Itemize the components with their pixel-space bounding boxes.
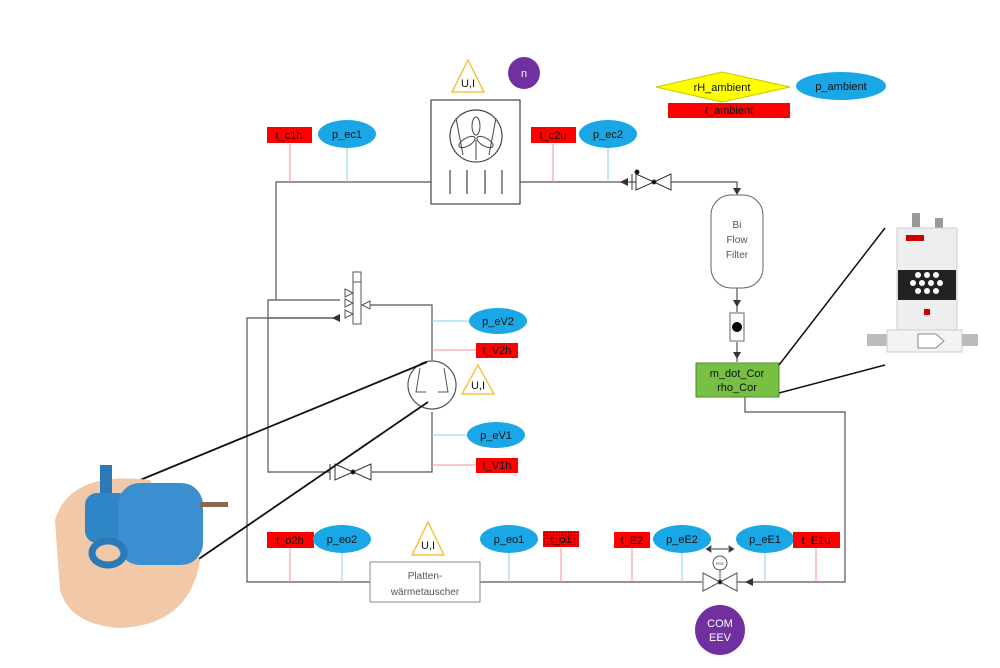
svg-text:Bi: Bi: [733, 220, 742, 231]
sensor-p-ec2: p_ec2: [579, 120, 637, 182]
svg-text:Platten-: Platten-: [408, 571, 442, 582]
pipe-compressor-discharge: [362, 304, 433, 360]
svg-text:Flow: Flow: [726, 235, 748, 246]
ambient-humidity-label: rH_ambient: [694, 82, 751, 94]
bi-flow-filter[interactable]: Bi Flow Filter: [710, 194, 764, 289]
svg-text:p_eo2: p_eo2: [327, 534, 358, 546]
ambient-temperature-sensor: t_ambient: [668, 103, 790, 118]
evaporator-power-indicator: U,I: [410, 520, 446, 556]
compressor-power-indicator: U,I: [460, 363, 496, 395]
svg-text:t_V1h: t_V1h: [483, 460, 512, 472]
svg-text:t_V2h: t_V2h: [483, 345, 512, 357]
sensor-t-c1h: t_c1h: [267, 127, 312, 182]
condenser-power-label: U,I: [461, 78, 475, 90]
fan-icon: [449, 109, 503, 163]
svg-text:p_ec2: p_ec2: [593, 129, 623, 141]
pipe-compressor-suction: [372, 412, 433, 473]
compressor-symbol[interactable]: [407, 360, 457, 410]
callout-line-compressor-2: [189, 401, 429, 566]
svg-text:U,I: U,I: [421, 540, 435, 552]
electronic-expansion-valve[interactable]: [702, 545, 738, 592]
svg-text:m_dot_Cor: m_dot_Cor: [710, 368, 765, 380]
svg-text:p_eV2: p_eV2: [482, 316, 514, 328]
svg-text:t_c1h: t_c1h: [276, 130, 303, 142]
four-way-valve[interactable]: [344, 271, 371, 325]
svg-text:t_o1: t_o1: [550, 534, 571, 546]
condenser[interactable]: [430, 99, 521, 205]
sensor-t-E2: t_E2: [614, 532, 650, 582]
svg-text:t_E2: t_E2: [621, 535, 644, 547]
svg-text:p_eo1: p_eo1: [494, 534, 525, 546]
ambient-humidity-sensor: rH_ambient: [655, 71, 791, 103]
sensor-p-eV1: p_eV1: [432, 422, 525, 448]
svg-text:t_c2u: t_c2u: [540, 130, 567, 142]
coriolis-flow-meter[interactable]: m_dot_Cor rho_Cor: [695, 362, 780, 398]
plate-heat-exchanger[interactable]: Platten- wärmetauscher: [369, 561, 481, 603]
ambient-pressure-sensor: p_ambient: [796, 72, 886, 100]
svg-text:p_ec1: p_ec1: [332, 129, 362, 141]
eev-actuator-label: PCE: [716, 561, 725, 566]
sensor-t-c2u: t_c2u: [531, 127, 576, 182]
sensor-t-V1h: t_V1h: [432, 458, 518, 473]
callout-line-compressor-1: [127, 361, 428, 486]
svg-text:t_o2h: t_o2h: [276, 535, 304, 547]
callout-line-flowmeter-2: [778, 364, 886, 394]
condenser-power-indicator: U,I: [450, 58, 486, 93]
sensor-p-eV2: p_eV2: [432, 308, 527, 334]
sensor-p-eE1: p_eE1: [736, 525, 794, 582]
sight-glass: [729, 312, 745, 342]
sensor-t-o1: t_o1: [543, 531, 579, 582]
sensor-p-eo1: p_eo1: [480, 525, 538, 582]
bypass-valve[interactable]: [329, 463, 372, 481]
sensor-p-eo2: p_eo2: [313, 525, 371, 582]
compressor-photo: [55, 465, 228, 628]
svg-text:t_E1u: t_E1u: [802, 535, 831, 547]
svg-text:COM: COM: [707, 618, 733, 630]
svg-text:p_eE2: p_eE2: [666, 534, 698, 546]
svg-text:EEV: EEV: [709, 632, 732, 644]
pipe-bypass: [267, 299, 340, 473]
svg-text:Filter: Filter: [726, 250, 749, 261]
sensor-t-E1u: t_E1u: [793, 532, 840, 582]
condenser-speed-label: n: [521, 68, 527, 80]
sensor-t-V2h: t_V2h: [432, 343, 518, 358]
manual-valve-top[interactable]: [631, 169, 672, 191]
pipe-meter-to-eev: [722, 397, 846, 583]
condenser-speed-signal: n: [508, 57, 540, 89]
svg-text:wärmetauscher: wärmetauscher: [390, 587, 460, 598]
svg-text:p_eE1: p_eE1: [749, 534, 781, 546]
ambient-temperature-label: t_ambient: [705, 105, 753, 117]
eev-control-signal: COM EEV: [695, 605, 745, 655]
svg-text:p_eV1: p_eV1: [480, 430, 512, 442]
svg-text:rho_Cor: rho_Cor: [717, 382, 757, 394]
ambient-pressure-label: p_ambient: [815, 81, 866, 93]
flow-meter-photo: [867, 213, 978, 353]
fan-blades: [455, 116, 497, 160]
sensor-p-ec1: p_ec1: [318, 120, 376, 182]
svg-text:U,I: U,I: [471, 380, 485, 392]
fins: [449, 170, 503, 194]
callout-line-flowmeter-1: [778, 227, 886, 366]
sensor-p-eE2: p_eE2: [653, 525, 711, 582]
sensor-t-o2h: t_o2h: [267, 532, 314, 582]
flow-arrows: [332, 178, 753, 586]
